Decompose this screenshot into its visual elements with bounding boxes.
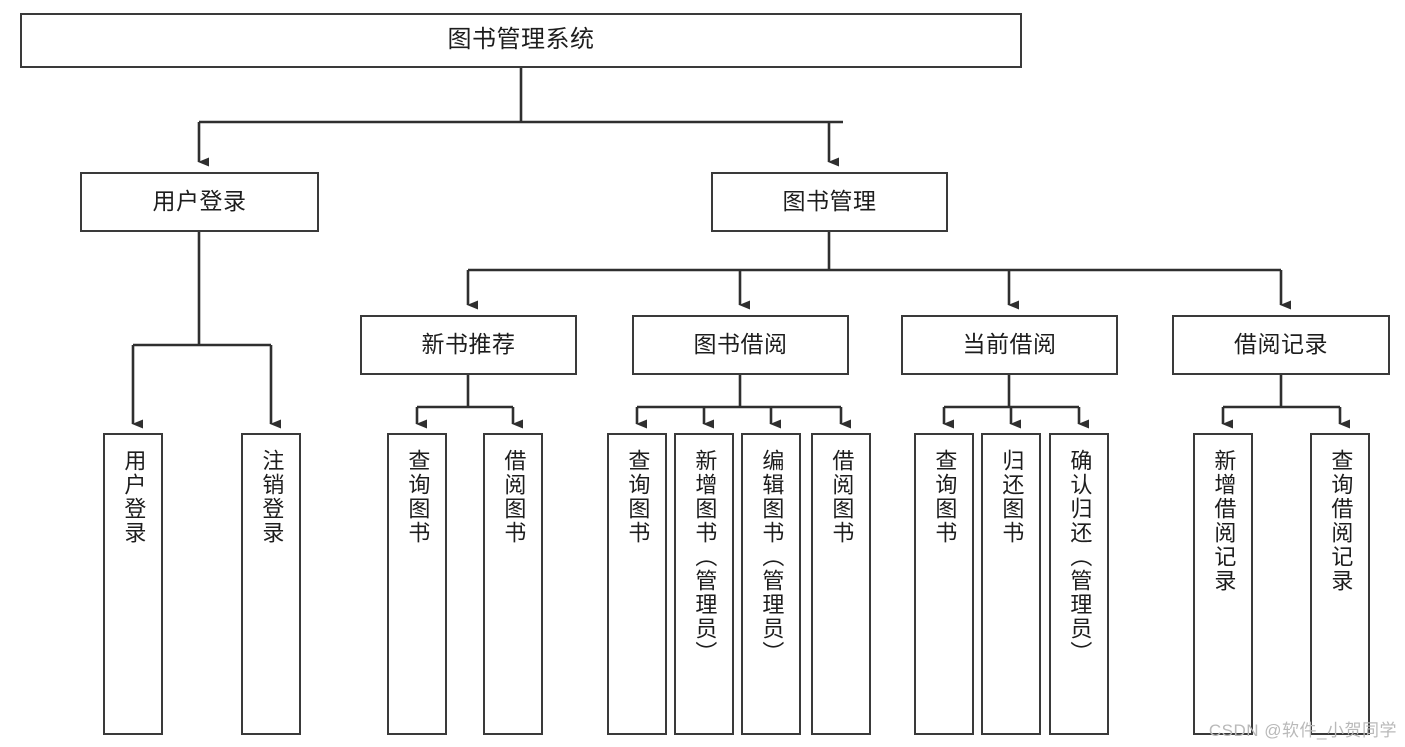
- node-label: 用户登录: [152, 188, 247, 215]
- node-root-system[interactable]: 图书管理系统: [20, 13, 1022, 68]
- node-label: 新增图书（管理员）: [692, 449, 718, 665]
- node-user-login[interactable]: 用户登录: [80, 172, 319, 232]
- node-new-book-recommend[interactable]: 新书推荐: [360, 315, 577, 375]
- node-label: 新增借阅记录: [1211, 449, 1237, 593]
- node-label: 当前借阅: [962, 331, 1057, 358]
- leaf-edit-book-admin[interactable]: 编辑图书（管理员）: [741, 433, 801, 735]
- node-label: 借阅记录: [1234, 331, 1328, 358]
- node-label: 借阅图书: [501, 449, 527, 545]
- leaf-logout[interactable]: 注销登录: [241, 433, 301, 735]
- leaf-add-book-admin[interactable]: 新增图书（管理员）: [674, 433, 734, 735]
- node-borrow-record[interactable]: 借阅记录: [1172, 315, 1390, 375]
- leaf-user-login[interactable]: 用户登录: [103, 433, 163, 735]
- node-label: 归还图书: [999, 449, 1025, 545]
- node-label: 借阅图书: [829, 449, 855, 545]
- node-current-borrow[interactable]: 当前借阅: [901, 315, 1118, 375]
- leaf-confirm-return-admin[interactable]: 确认归还（管理员）: [1049, 433, 1109, 735]
- watermark-text: CSDN @软件_小贺同学: [1208, 721, 1397, 740]
- leaf-query-borrow-record[interactable]: 查询借阅记录: [1310, 433, 1370, 735]
- leaf-return-book[interactable]: 归还图书: [981, 433, 1041, 735]
- node-label: 用户登录: [121, 449, 147, 545]
- node-label: 查询图书: [932, 449, 958, 545]
- leaf-query-book-borrow[interactable]: 查询图书: [607, 433, 667, 735]
- leaf-query-book-current[interactable]: 查询图书: [914, 433, 974, 735]
- node-label: 图书借阅: [693, 331, 788, 358]
- leaf-add-borrow-record[interactable]: 新增借阅记录: [1193, 433, 1253, 735]
- leaf-borrow-book[interactable]: 借阅图书: [811, 433, 871, 735]
- node-label: 查询借阅记录: [1328, 449, 1354, 593]
- node-book-management[interactable]: 图书管理: [711, 172, 948, 232]
- node-label: 查询图书: [405, 449, 431, 545]
- node-label: 查询图书: [625, 449, 651, 545]
- node-label: 注销登录: [259, 449, 285, 545]
- leaf-query-book-recommend[interactable]: 查询图书: [387, 433, 447, 735]
- node-label: 编辑图书（管理员）: [759, 449, 785, 665]
- node-label: 新书推荐: [421, 331, 516, 358]
- node-book-borrow[interactable]: 图书借阅: [632, 315, 849, 375]
- node-label: 图书管理系统: [447, 26, 595, 54]
- node-label: 确认归还（管理员）: [1067, 449, 1093, 665]
- node-label: 图书管理: [782, 188, 877, 215]
- leaf-borrow-book-recommend[interactable]: 借阅图书: [483, 433, 543, 735]
